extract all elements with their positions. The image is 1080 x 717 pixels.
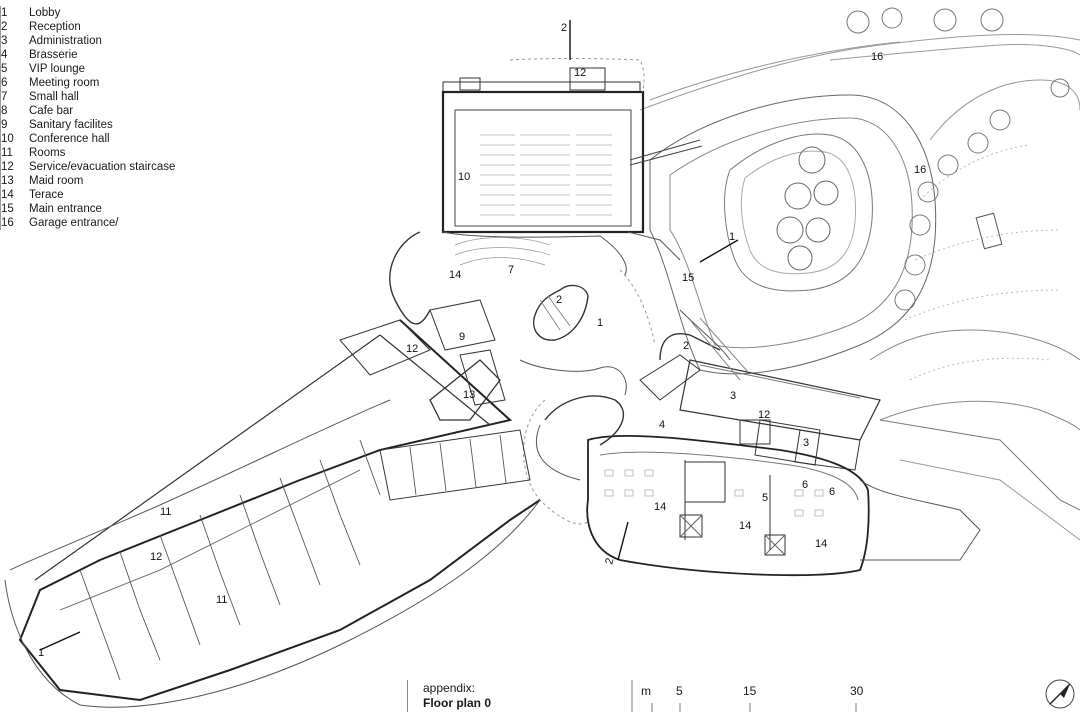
legend-number: 10: [1, 133, 14, 145]
legend-number: 2: [1, 21, 8, 33]
label-section-marker: 1: [38, 647, 44, 659]
label-rooms: 11: [160, 506, 171, 518]
label-brasserie: 4: [659, 419, 665, 431]
legend-item: 13 Maid room: [1, 174, 201, 188]
legend-label: Sanitary facilites: [29, 119, 113, 131]
legend-label: Administration: [29, 35, 102, 47]
legend-number: 8: [1, 105, 8, 117]
label-garage-entrance: 16: [914, 164, 926, 176]
legend-label: Small hall: [29, 91, 79, 103]
label-meeting-room: 6: [802, 479, 808, 491]
legend-number: 1: [1, 7, 8, 19]
label-lobby: 1: [597, 317, 603, 329]
legend-label: Conference hall: [29, 133, 110, 145]
legend-label: Terace: [29, 189, 64, 201]
legend-item: 10 Conference hall: [1, 132, 201, 146]
label-staircase: 12: [758, 409, 770, 421]
label-rooms: 11: [216, 594, 227, 606]
label-section-marker: 1: [729, 231, 735, 243]
legend-label: Maid room: [29, 175, 84, 187]
legend-number: 5: [1, 63, 8, 75]
legend-number: 13: [1, 175, 14, 187]
scale-tick-label: 5: [676, 684, 683, 698]
label-reception: 2: [556, 294, 562, 306]
legend: 1 Lobby 2 Reception 3 Administration 4 Brasseri…: [0, 6, 201, 230]
label-staircase: 12: [406, 343, 418, 355]
scale-tick-label: 30: [850, 684, 864, 698]
label-terrace: 14: [449, 269, 461, 281]
legend-label: VIP lounge: [29, 63, 86, 75]
legend-item: 11 Rooms: [1, 146, 201, 160]
legend-item: 15 Main entrance: [1, 202, 201, 216]
scale-bar: [631, 680, 857, 712]
north-arrow-icon: [1045, 679, 1075, 709]
legend-label: Rooms: [29, 147, 66, 159]
label-section-marker: 2: [561, 22, 567, 34]
label-maid-room: 13: [463, 389, 475, 401]
legend-label: Main entrance: [29, 203, 102, 215]
label-terrace: 14: [739, 520, 751, 532]
legend-item: 2 Reception: [1, 20, 201, 34]
legend-item: 4 Brasserie: [1, 48, 201, 62]
label-section-marker: 2: [603, 557, 616, 566]
label-main-entrance: 15: [682, 272, 694, 284]
label-staircase: 12: [574, 67, 586, 79]
legend-label: Cafe bar: [29, 105, 74, 117]
legend-label: Garage entrance/: [29, 217, 119, 229]
scale-tick-label: 15: [743, 684, 757, 698]
legend-number: 12: [1, 161, 14, 173]
legend-label: Meeting room: [29, 77, 100, 89]
label-sanitary: 9: [459, 331, 465, 343]
label-terrace: 14: [815, 538, 827, 550]
legend-item: 16 Garage entrance/: [1, 216, 201, 230]
legend-item: 7 Small hall: [1, 90, 201, 104]
label-garage-entrance: 16: [871, 51, 883, 63]
label-terrace: 14: [654, 501, 666, 513]
legend-item: 5 VIP lounge: [1, 62, 201, 76]
footer-appendix: appendix:: [423, 681, 476, 695]
legend-label: Brasserie: [29, 49, 78, 61]
legend-label: Reception: [29, 21, 81, 33]
legend-number: 15: [1, 203, 14, 215]
legend-number: 3: [1, 35, 8, 47]
scale-unit: m: [641, 684, 651, 698]
label-staircase: 12: [150, 551, 162, 563]
legend-number: 16: [1, 217, 14, 229]
label-conference-hall: 10: [458, 171, 470, 183]
legend-item: 3 Administration: [1, 34, 201, 48]
legend-label: Lobby: [29, 7, 61, 19]
legend-number: 14: [1, 189, 14, 201]
legend-number: 6: [1, 77, 8, 89]
legend-number: 11: [1, 147, 13, 159]
label-reception: 2: [683, 340, 689, 352]
label-small-hall: 7: [508, 264, 514, 276]
label-administration: 3: [803, 437, 809, 449]
legend-item: 6 Meeting room: [1, 76, 201, 90]
legend-number: 7: [1, 91, 8, 103]
legend-item: 12 Service/evacuation staircase: [1, 160, 201, 174]
legend-item: 1 Lobby: [1, 6, 201, 20]
label-vip-lounge: 5: [762, 492, 768, 504]
legend-number: 4: [1, 49, 8, 61]
label-administration: 3: [730, 390, 736, 402]
legend-item: 8 Cafe bar: [1, 104, 201, 118]
legend-number: 9: [1, 119, 8, 131]
legend-label: Service/evacuation staircase: [29, 161, 176, 173]
footer-divider: [407, 680, 408, 712]
drawing-title: Floor plan 0: [423, 696, 492, 710]
legend-item: 14 Terace: [1, 188, 201, 202]
label-meeting-room: 6: [829, 486, 835, 498]
legend-item: 9 Sanitary facilites: [1, 118, 201, 132]
